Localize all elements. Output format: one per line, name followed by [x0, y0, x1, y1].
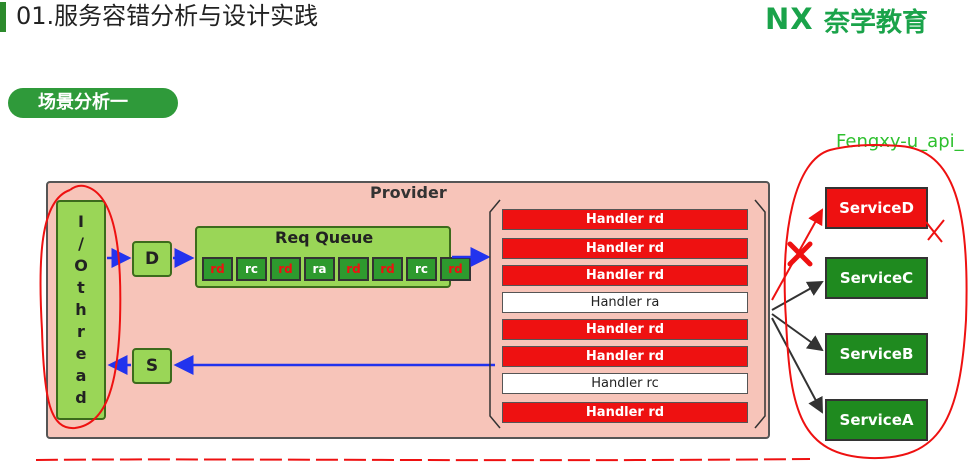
- queue-cell: rd: [270, 257, 301, 281]
- queue-cell: rd: [440, 257, 471, 281]
- queue-cell: rc: [236, 257, 267, 281]
- io-thread-char: t: [77, 278, 85, 297]
- service-box: ServiceC: [825, 257, 928, 299]
- handler-row: Handler rd: [502, 265, 748, 286]
- service-box: ServiceA: [825, 399, 928, 441]
- section-label-pill: 场景分析一: [8, 88, 178, 118]
- brand-name: 奈学教育: [824, 8, 929, 38]
- handler-row: Handler ra: [502, 292, 748, 313]
- annotation-underline: [35, 458, 811, 462]
- brand-logo-mark: NX: [765, 2, 814, 36]
- arrow-to-service-b: [771, 313, 824, 352]
- dispatch-box: D: [132, 241, 172, 277]
- io-thread-char: /: [78, 234, 84, 253]
- watermark-text: Fengxy-u_api_: [836, 131, 964, 152]
- io-thread-char: O: [74, 256, 88, 275]
- io-thread-char: e: [75, 344, 87, 363]
- failure-x-mark: [787, 241, 813, 267]
- page-title: 01.服务容错分析与设计实践: [16, 2, 319, 30]
- arrow-to-service-d: [771, 208, 823, 301]
- service-box: ServiceD: [825, 187, 928, 229]
- queue-cell: rc: [406, 257, 437, 281]
- io-thread-char: r: [77, 322, 85, 341]
- request-queue-label: Req Queue: [275, 228, 374, 247]
- io-thread-char: d: [75, 388, 87, 407]
- handler-row: Handler rd: [502, 209, 748, 230]
- title-accent-bar: [0, 2, 6, 32]
- queue-cell: rd: [202, 257, 233, 281]
- send-box: S: [132, 348, 172, 384]
- io-thread-char: a: [75, 366, 87, 385]
- service-box: ServiceB: [825, 333, 928, 375]
- io-thread-char: I: [78, 212, 84, 231]
- handler-row: Handler rd: [502, 319, 748, 340]
- arrow-to-service-c: [771, 281, 824, 311]
- queue-cell: rd: [372, 257, 403, 281]
- handler-row: Handler rc: [502, 373, 748, 394]
- handler-row: Handler rd: [502, 346, 748, 367]
- queue-cell: rd: [338, 257, 369, 281]
- queue-cell: ra: [304, 257, 335, 281]
- arrow-to-service-a: [771, 317, 823, 414]
- handler-row: Handler rd: [502, 402, 748, 423]
- io-thread-char: h: [75, 300, 87, 319]
- annotation-x-service-d: [925, 219, 945, 243]
- provider-label: Provider: [370, 183, 447, 202]
- handler-row: Handler rd: [502, 238, 748, 259]
